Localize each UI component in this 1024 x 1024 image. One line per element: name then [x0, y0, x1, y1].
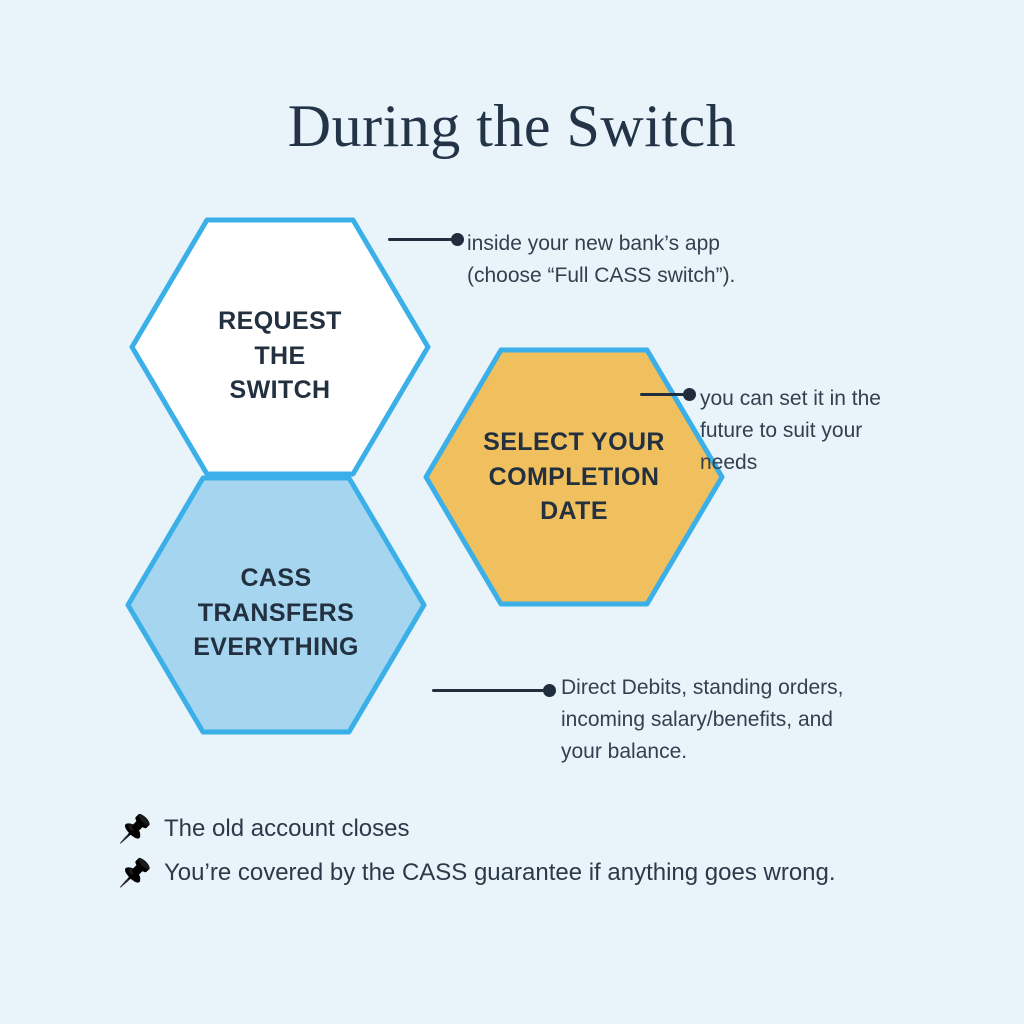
leader-line-bar: [640, 393, 684, 396]
leader-line-dot: [683, 388, 696, 401]
hexagon-cass-transfers-everything[interactable]: CASS TRANSFERS EVERYTHING: [122, 472, 430, 738]
leader-line-dot: [451, 233, 464, 246]
callout-line: Direct Debits, standing orders,: [561, 676, 844, 699]
hexagon-shape-request: [129, 217, 431, 477]
leader-line-completion: [640, 388, 696, 402]
hexagon-shape-completion: [423, 347, 725, 607]
leader-line-bar: [388, 238, 452, 241]
callout-cass-transfers: Direct Debits, standing orders, incoming…: [561, 672, 911, 768]
notes-list: 📌 The old account closes 📌 You’re covere…: [118, 810, 928, 897]
hexagon-select-your-completion-date[interactable]: SELECT YOUR COMPLETION DATE: [420, 344, 728, 610]
callout-line: incoming salary/benefits, and: [561, 707, 833, 731]
hexagon-request-the-switch[interactable]: REQUEST THE SWITCH: [126, 214, 434, 480]
callout-request-the-switch: inside your new bank’s app (choose “Full…: [467, 228, 797, 292]
callout-line: future to suit your: [700, 418, 863, 442]
pushpin-icon: 📌: [118, 814, 152, 844]
callout-line: (choose “Full CASS switch”).: [467, 263, 736, 287]
leader-line-cass: [432, 684, 556, 698]
hexagon-shape-cass: [125, 475, 427, 735]
leader-line-dot: [543, 684, 556, 697]
note-item: 📌 You’re covered by the CASS guarantee i…: [118, 854, 928, 895]
leader-line-request: [388, 233, 464, 247]
note-item: 📌 The old account closes: [118, 810, 928, 851]
note-text: You’re covered by the CASS guarantee if …: [164, 858, 836, 886]
callout-line: your balance.: [561, 739, 688, 763]
callout-completion-date: you can set it in the future to suit you…: [700, 383, 935, 479]
note-text: The old account closes: [164, 815, 410, 842]
callout-line: you can set it in the: [700, 387, 881, 410]
pushpin-icon: 📌: [118, 857, 152, 888]
leader-line-bar: [432, 689, 544, 692]
callout-line: inside your new bank’s app: [467, 232, 720, 255]
page-title: During the Switch: [287, 93, 737, 159]
callout-line: needs: [700, 450, 758, 474]
